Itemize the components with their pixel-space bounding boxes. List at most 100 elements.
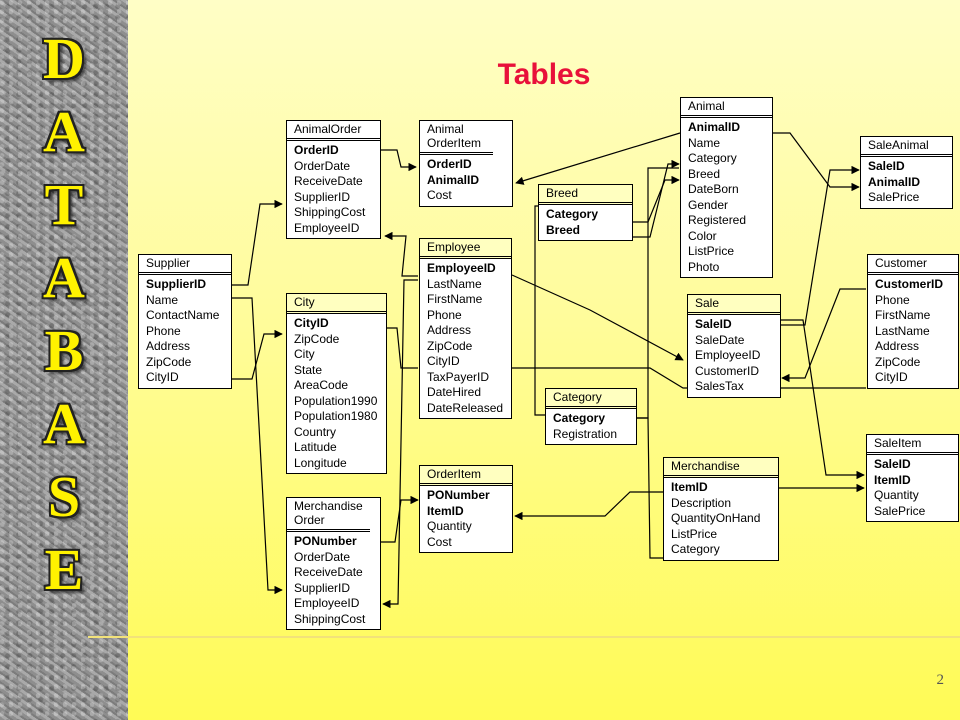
field: DateHired [427,385,482,399]
sidebar-letter: A [43,99,85,164]
relationship-line [773,132,860,192]
table-merchandiseorder: Merchandise Order PONumber OrderDate Rec… [286,497,381,630]
relationship-line [515,132,681,185]
database-sidebar: D A T A B A S E [0,0,128,720]
field: SalePrice [868,190,920,204]
table-title: Sale [688,295,780,315]
table-city: City CityID ZipCode City State AreaCode … [286,293,387,474]
slide-title: Tables [497,58,591,91]
field: DateBorn [688,182,739,196]
table-title: SaleAnimal [861,137,952,157]
table-title: Merchandise Order [287,498,370,532]
table-title: Merchandise [664,458,778,478]
field: Photo [688,259,720,274]
key-field: EmployeeID [427,261,496,275]
table-sale: Sale SaleID SaleDate EmployeeID Customer… [687,294,781,398]
relationship-line [633,159,680,238]
field: Category [671,542,720,556]
key-field: PONumber [427,488,490,502]
sidebar-letter: S [47,464,81,529]
relationship-line [382,279,418,609]
field: QuantityOnHand [671,511,761,525]
table-title-text: Animal OrderItem [427,122,482,150]
field: CityID [427,354,460,368]
field: ReceiveDate [294,174,363,188]
sidebar-letters: D A T A B A S E [28,22,100,606]
field: AreaCode [294,378,349,392]
table-breed: Breed Category Breed [538,184,633,241]
sidebar-letter: D [43,26,85,91]
field: LastName [875,323,930,338]
field: Cost [427,534,452,549]
field: Address [146,339,191,353]
relationship-line [387,327,418,369]
relationship-line [781,319,865,480]
key-field: OrderID [427,157,472,171]
sidebar-letter: E [44,537,84,602]
table-supplier: Supplier SupplierID Name ContactName Pho… [138,254,232,389]
field: SalesTax [695,379,744,393]
field: Address [875,339,920,353]
field: ZipCode [875,354,921,369]
key-field: OrderID [294,143,339,157]
key-field: SaleID [868,159,905,173]
relationship-line [781,165,860,326]
field: Name [688,135,721,150]
table-title: Customer [868,255,958,275]
field: Color [688,228,717,243]
key-field: SaleID [695,317,732,331]
field: Phone [875,292,910,307]
table-title: AnimalOrder [287,121,380,141]
slide-area: Tables 2 [128,0,960,720]
field: FirstName [875,308,931,322]
table-title-text: Merchandise Order [294,499,363,527]
table-employee: Employee EmployeeID LastName FirstName P… [419,238,512,419]
footer-rule [88,636,960,638]
table-animalorderitem: Animal OrderItem OrderID AnimalID Cost [419,120,513,207]
field: FirstName [427,292,483,306]
field: Phone [427,307,462,322]
field: Description [671,495,732,510]
key-field: Category [553,411,606,425]
field: CityID [146,370,179,384]
field: TaxPayerID [427,369,490,384]
table-animal: Animal AnimalID Name Category Breed Date… [680,97,773,278]
relationship-line [232,199,283,286]
key-field: SaleID [874,457,911,471]
sidebar-letter: T [44,172,84,237]
key-field: CustomerID [875,277,944,291]
field: Quantity [427,519,472,533]
field: ReceiveDate [294,565,363,579]
field: Population1990 [294,393,378,408]
table-title: SaleItem [867,435,958,455]
relationship-line [384,231,418,277]
field: Cost [427,188,452,202]
relationship-line [633,175,680,223]
field: OrderDate [294,549,351,564]
key-field: Breed [546,222,581,237]
table-title: Supplier [139,255,231,275]
table-title: Category [546,389,636,409]
field: ContactName [146,308,220,322]
field: Latitude [294,440,337,454]
field: SalePrice [874,503,926,518]
relationship-line [637,417,664,559]
field: City [294,347,315,361]
key-field: Category [546,207,599,221]
table-title: Breed [539,185,632,205]
key-field: PONumber [294,534,357,548]
field: Address [427,323,472,337]
field: ListPrice [671,526,718,541]
sidebar-letter: A [43,391,85,456]
field: SupplierID [294,189,351,204]
table-title: City [287,294,386,314]
field: ShippingCost [294,611,366,626]
relationship-line [232,329,283,380]
sidebar-letter: A [43,245,85,310]
field: Population1980 [294,409,378,423]
field: Category [688,151,737,165]
table-title: OrderItem [420,466,512,486]
key-field: CityID [294,316,329,330]
field: Quantity [874,488,919,502]
key-field: AnimalID [427,172,480,187]
